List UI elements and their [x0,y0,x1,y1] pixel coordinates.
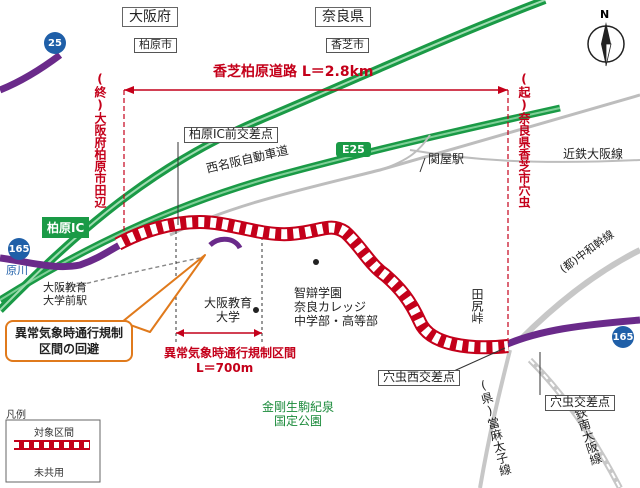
chiben-label: 智辯学園 奈良カレッジ 中学部・高等部 [294,286,379,328]
daigaku-mae-station-label: 大阪教育 大学前駅 [43,281,87,307]
road-kintetsu-osaka [409,149,640,163]
route-title: 香芝柏原道路 L＝2.8km [213,64,374,80]
route-165-connector [208,236,243,250]
university-marker [253,307,259,313]
road-dashed [59,257,201,291]
park-label: 金剛生駒紀泉 国定公園 [262,400,335,428]
route-165-left-shield: 165 [8,238,30,260]
chiben-marker [313,259,319,265]
route-25-top [0,52,63,94]
legend: 凡例 対象区間 未共用 [6,406,100,482]
legend-target-label: 対象区間 [34,428,74,439]
target-route-dashes [115,216,509,353]
avoidance-callout: 異常気象時通行規制 区間の回避 [5,320,134,363]
restriction-label: 異常気象時通行規制区間 [164,346,297,360]
route-start-label: (起)奈良県香芝市穴虫 [517,72,531,208]
route-end-label: (終)大阪府柏原市田辺 [93,72,107,208]
prefecture-nara: 奈良県 [315,7,371,28]
anamushi-label: 穴虫交差点 [545,395,616,411]
sekiya-station-label: 関屋駅 [428,152,465,166]
compass-north-label: N [600,8,610,21]
expressway-e25-inner [0,107,561,301]
restriction-length: L＝700m [196,361,254,375]
callout-pointer [121,254,206,333]
expressway-e25-north-inner [0,0,546,311]
city-kashiba: 香芝市 [326,38,369,53]
legend-unopened-label: 未共用 [34,468,64,479]
route-25-shield: 25 [44,32,66,54]
kashiwara-ic-label: 柏原IC [42,217,90,238]
kashiwara-ic-mae-label: 柏原IC前交差点 [184,127,278,143]
railway-minami-osaka [527,357,623,488]
tajiritoge-label: 田尻峠 [470,288,484,324]
harakawa-label: 原川 [6,264,28,277]
legend-frame [5,419,101,483]
kintetsu-osaka-label: 近鉄大阪線 [563,147,624,161]
prefecture-osaka: 大阪府 [122,7,178,28]
compass-icon [587,22,625,67]
legend-swatch [14,440,90,450]
route-165-right [503,316,640,349]
route-165-left [0,241,122,271]
route-165-right-shield: 165 [612,326,634,348]
leader-sekiya [419,157,426,173]
university-label: 大阪教育 大学 [204,296,253,324]
e25-badge: E25 [336,142,371,157]
road-chuwa [517,247,640,343]
road-taishi [478,349,512,488]
anamushi-nishi-label: 穴虫西交差点 [378,370,461,386]
city-kashiwara: 柏原市 [134,38,177,53]
road-sekiya [379,134,431,171]
expressway-e25 [0,104,561,303]
legend-title: 凡例 [6,410,26,421]
